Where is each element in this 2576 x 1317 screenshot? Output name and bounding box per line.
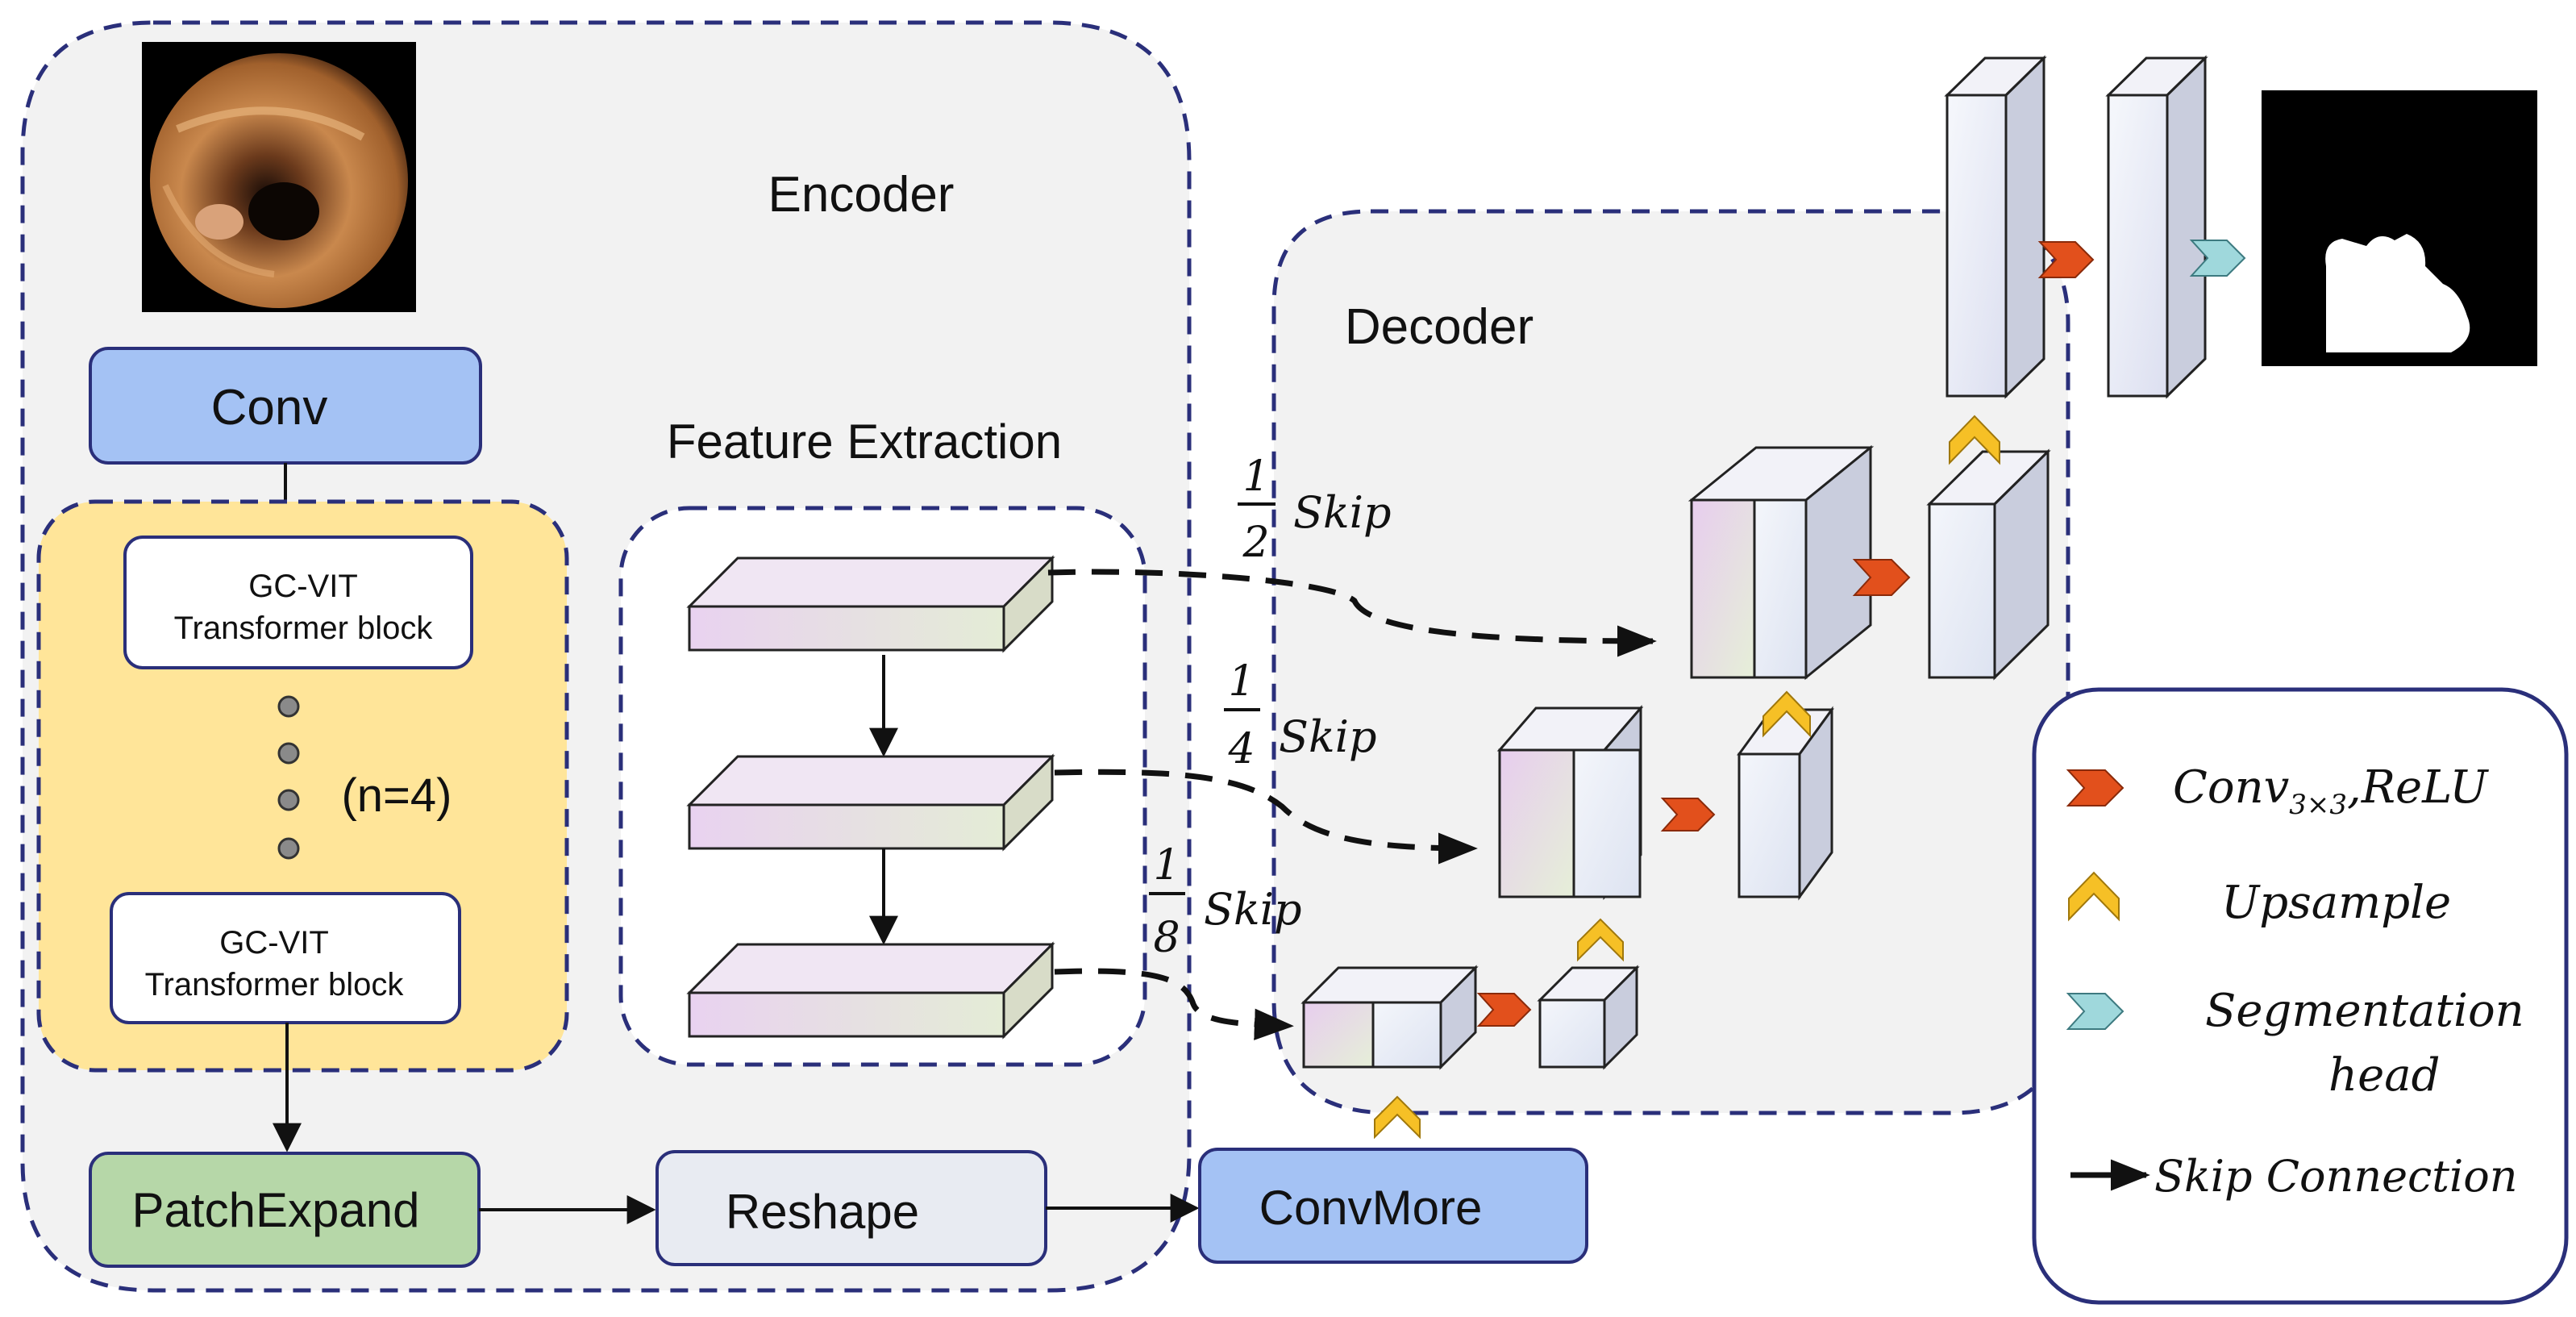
decoder-final-block-2 <box>2105 55 2208 399</box>
legend-skip-text: Skip Connection <box>2154 1151 2518 1202</box>
conv-relu-icon <box>1660 798 1716 831</box>
feature-map-level2 <box>686 753 1055 852</box>
legend-box <box>2032 687 2569 1305</box>
skip-half-text: Skip <box>1293 487 1392 538</box>
decoder-title: Decoder <box>1345 299 1534 355</box>
segmentation-head-icon <box>2189 240 2246 277</box>
repeat-count: (n=4) <box>341 769 452 822</box>
skip-half-num: 1 <box>1242 452 1269 501</box>
decoder-concat-1-2 <box>1688 444 1875 681</box>
repeat-dots <box>277 695 300 860</box>
skip-label-quarter: 1 4 Skip <box>1224 657 1377 773</box>
patchexpand-block: PatchExpand <box>89 1152 481 1268</box>
input-endoscopy-image <box>142 42 416 312</box>
skip-eighth-num: 1 <box>1153 841 1180 890</box>
skip-label-eighth: 1 8 Skip <box>1149 841 1302 962</box>
skip-eighth-den: 8 <box>1153 914 1180 962</box>
upsample-icon <box>1374 1095 1421 1140</box>
gcvit-bottom-line1: GC-VIT <box>219 925 329 961</box>
decoder-conv-out-1-4 <box>1737 706 1834 901</box>
skip-label-half: 1 2 Skip <box>1238 452 1392 567</box>
skip-connection-eighth <box>1054 968 1294 1040</box>
gcvit-bottom-line2: Transformer block <box>145 967 405 1002</box>
gcvit-top-line2: Transformer block <box>174 611 434 646</box>
gcvit-top-line1: GC-VIT <box>248 569 358 604</box>
upsample-icon <box>1949 415 2000 465</box>
upsample-icon <box>1762 690 1811 738</box>
legend-item-conv-relu: Conv3×3,ReLU <box>2066 761 2489 821</box>
decoder-conv-out-1-8 <box>1537 965 1640 1070</box>
gcvit-block-top: GC-VIT Transformer block <box>123 536 473 669</box>
legend-item-segmentation-head: Segmentation head <box>2066 985 2524 1102</box>
reshape-block: Reshape <box>655 1150 1047 1266</box>
conv-block: Conv <box>89 347 482 465</box>
skip-eighth-text: Skip <box>1204 884 1302 935</box>
convmore-label: ConvMore <box>1259 1181 1483 1235</box>
output-mask <box>2262 90 2537 366</box>
skip-quarter-text: Skip <box>1279 711 1377 762</box>
feature-extraction-title: Feature Extraction <box>667 415 1062 469</box>
legend-seg-line1: Segmentation <box>2205 985 2524 1037</box>
reshape-label: Reshape <box>726 1185 919 1239</box>
legend-item-upsample: Upsample <box>2068 871 2451 929</box>
conv-relu-icon <box>2037 241 2095 278</box>
conv-label: Conv <box>211 380 328 436</box>
upsample-icon <box>1577 918 1624 962</box>
decoder-conv-out-1-2 <box>1926 448 2051 681</box>
conv-relu-icon <box>1852 559 1911 596</box>
skip-quarter-den: 4 <box>1227 725 1255 773</box>
gcvit-block-bottom: GC-VIT Transformer block <box>110 892 461 1024</box>
decoder-concat-1-8 <box>1300 965 1479 1070</box>
skip-connection-half <box>1047 569 1657 657</box>
feature-map-level3 <box>686 941 1055 1040</box>
decoder-panel <box>1271 209 2070 1115</box>
encoder-title: Encoder <box>768 167 955 223</box>
skip-connection-quarter <box>1054 769 1478 865</box>
feature-map-level1 <box>686 555 1055 653</box>
legend-item-skip-connection: Skip Connection <box>2070 1151 2518 1202</box>
legend-seg-line2: head <box>2328 1049 2440 1102</box>
conv-relu-icon <box>1476 993 1532 1027</box>
legend-conv-text: Conv3×3,ReLU <box>2173 761 2489 821</box>
skip-quarter-num: 1 <box>1228 657 1255 706</box>
patchexpand-label: PatchExpand <box>132 1183 420 1237</box>
decoder-final-block-1 <box>1944 55 2047 399</box>
skip-half-den: 2 <box>1242 519 1269 567</box>
decoder-concat-1-4 <box>1496 704 1644 901</box>
legend-upsample-text: Upsample <box>2221 877 2451 929</box>
convmore-block: ConvMore <box>1198 1148 1588 1264</box>
